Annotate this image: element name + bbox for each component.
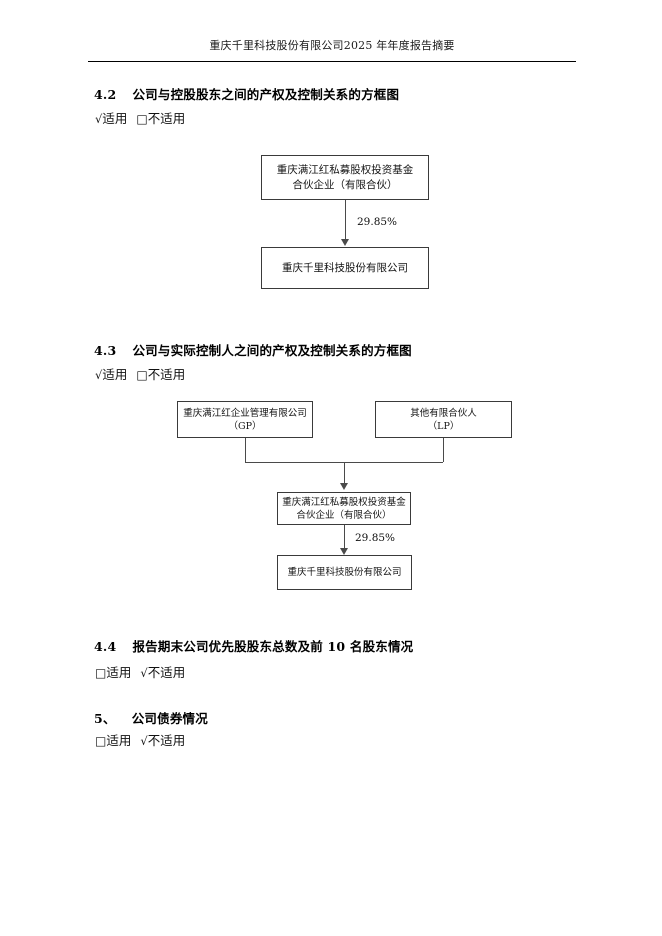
node-lp-partners: 其他有限合伙人 （LP） [375, 401, 512, 438]
not-applicable-check-icon-5: √ [140, 734, 148, 748]
edge-fund-to-company-arrowhead-2 [339, 548, 348, 555]
section-title-4-4: 报告期末公司优先股股东总数及前 10 名股东情况 [132, 639, 414, 654]
section-heading-4-4: 4.4 报告期末公司优先股股东总数及前 10 名股东情况 [94, 638, 413, 656]
edge-lp-drop-line [443, 438, 444, 462]
edge-fund-to-company-line-2 [344, 525, 345, 549]
not-applicable-check-icon-4-4: √ [140, 666, 148, 680]
node-listed-company-label: 重庆千里科技股份有限公司 [282, 261, 408, 274]
edge-bus-to-fund-arrowhead [339, 483, 348, 490]
option-applicable-4-3[interactable]: √适用 [95, 366, 127, 384]
option-not-applicable-5[interactable]: √不适用 [140, 732, 185, 750]
option-not-applicable-4-2[interactable]: □不适用 [136, 110, 185, 128]
edge-fund-to-company-arrowhead [340, 239, 349, 246]
applicable-label-4-3: 适用 [102, 367, 128, 382]
node-fund-partnership-2-label: 重庆满江红私募股权投资基金 合伙企业（有限合伙） [282, 496, 406, 521]
node-lp-partners-label: 其他有限合伙人 （LP） [410, 407, 477, 432]
header-divider [88, 61, 576, 62]
option-applicable-4-4[interactable]: □适用 [95, 664, 131, 682]
node-listed-company: 重庆千里科技股份有限公司 [261, 247, 429, 289]
section-number-4-2: 4.2 [94, 87, 117, 102]
section-heading-4-3: 4.3 公司与实际控制人之间的产权及控制关系的方框图 [94, 342, 412, 360]
applicable-label-4-4: 适用 [106, 665, 132, 680]
node-gp-company-label: 重庆满江红企业管理有限公司 （GP） [183, 407, 307, 432]
option-not-applicable-4-4[interactable]: √不适用 [140, 664, 185, 682]
node-fund-partnership-2: 重庆满江红私募股权投资基金 合伙企业（有限合伙） [277, 492, 411, 525]
edge-gp-drop-line [245, 438, 246, 462]
applicable-label-5: 适用 [106, 733, 132, 748]
not-applicable-label-4-2: 不适用 [147, 111, 186, 126]
not-applicable-label-4-3: 不适用 [147, 367, 186, 382]
edge-bus-to-fund-line [344, 462, 345, 484]
applicable-label-4-2: 适用 [102, 111, 128, 126]
not-applicable-label-5: 不适用 [147, 733, 186, 748]
node-listed-company-2-label: 重庆千里科技股份有限公司 [287, 567, 402, 578]
edge-label-ownership-percent-2: 29.85% [355, 532, 396, 544]
section-number-4-4: 4.4 [94, 639, 117, 654]
section-title-5: 公司债券情况 [131, 711, 208, 726]
not-applicable-label-4-4: 不适用 [147, 665, 186, 680]
option-applicable-5[interactable]: □适用 [95, 732, 131, 750]
option-row-4-4: □适用 √不适用 [95, 664, 185, 682]
node-fund-partnership-label: 重庆满江红私募股权投资基金 合伙企业（有限合伙） [276, 163, 414, 191]
node-fund-partnership: 重庆满江红私募股权投资基金 合伙企业（有限合伙） [261, 155, 429, 200]
option-row-4-3: √适用 □不适用 [95, 366, 185, 384]
applicable-check-icon-4-2: √ [95, 112, 103, 126]
option-row-5: □适用 √不适用 [95, 732, 185, 750]
section-heading-4-2: 4.2 公司与控股股东之间的产权及控制关系的方框图 [94, 86, 399, 104]
edge-fund-to-company-line [345, 200, 346, 241]
option-row-4-2: √适用 □不适用 [95, 110, 185, 128]
applicable-checkbox-icon-5: □ [95, 734, 107, 748]
section-heading-5: 5、 公司债券情况 [94, 710, 208, 728]
option-not-applicable-4-3[interactable]: □不适用 [136, 366, 185, 384]
node-gp-company: 重庆满江红企业管理有限公司 （GP） [177, 401, 313, 438]
section-number-5: 5、 [94, 711, 116, 726]
option-applicable-4-2[interactable]: √适用 [95, 110, 127, 128]
edge-label-ownership-percent: 29.85% [357, 216, 398, 228]
running-header: 重庆千里科技股份有限公司2025 年年度报告摘要 [209, 39, 455, 52]
section-title-4-3: 公司与实际控制人之间的产权及控制关系的方框图 [132, 343, 412, 358]
applicable-checkbox-icon-4-4: □ [95, 666, 107, 680]
node-listed-company-2: 重庆千里科技股份有限公司 [277, 555, 412, 590]
section-title-4-2: 公司与控股股东之间的产权及控制关系的方框图 [132, 87, 400, 102]
not-applicable-checkbox-icon-4-3: □ [136, 368, 148, 382]
section-number-4-3: 4.3 [94, 343, 117, 358]
not-applicable-checkbox-icon-4-2: □ [136, 112, 148, 126]
applicable-check-icon-4-3: √ [95, 368, 103, 382]
